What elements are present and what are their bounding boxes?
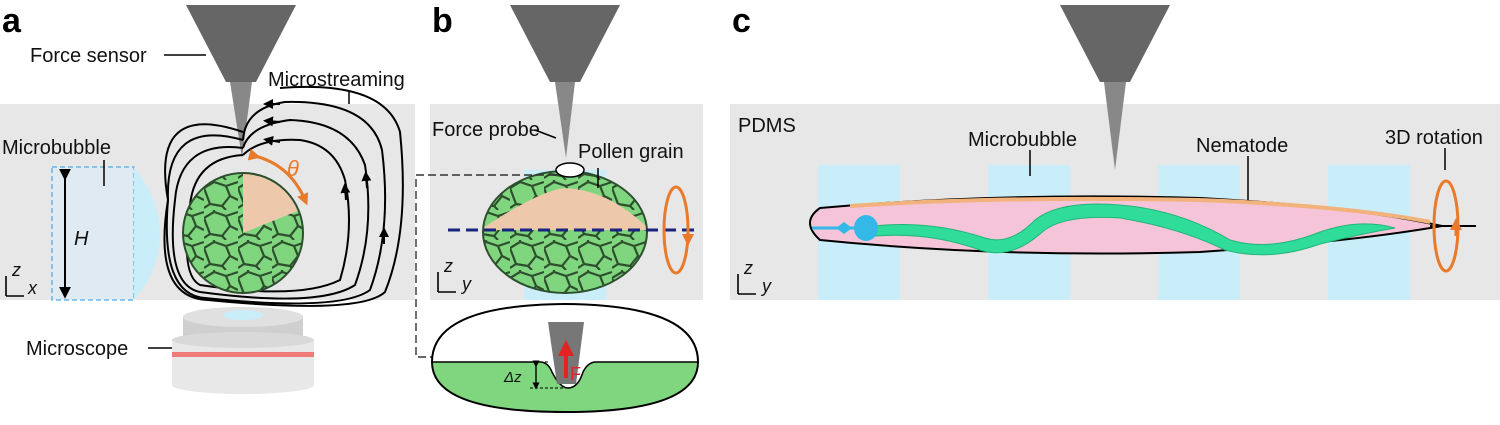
- zoom-connector: [415, 174, 556, 358]
- nematode-dorsal-line: [849, 196, 1431, 224]
- rotation-label-c: 3D rotation: [1385, 127, 1483, 149]
- force-label: F: [570, 364, 581, 384]
- force-probe-body: [510, 5, 620, 82]
- force-probe-c-body: [1060, 5, 1170, 82]
- panel-c: c PDMS Microbubble Nematode 3D rotation: [730, 2, 1500, 300]
- pdms-label: PDMS: [738, 115, 796, 137]
- stream-arrow-1: [263, 135, 281, 146]
- axis-z-a: z: [11, 260, 21, 280]
- axis-z-c: z: [743, 258, 753, 278]
- panel-label-c: c: [732, 2, 751, 40]
- axes-b: z y: [437, 256, 472, 294]
- force-probe-leader: [534, 129, 557, 139]
- axis-x-a: x: [27, 278, 38, 298]
- microbubble-a: [134, 167, 160, 300]
- force-sensor-label: Force sensor: [30, 45, 147, 67]
- stream-arrow-5: [361, 171, 372, 189]
- indentation-inset: [430, 302, 700, 414]
- microstreaming-loops: [163, 85, 404, 307]
- nematode-mouth: [836, 222, 852, 234]
- pollen-grain-label: Pollen grain: [578, 141, 684, 163]
- rotation-angle-arrow: [247, 148, 309, 206]
- angle-label: θ: [287, 156, 299, 181]
- nematode-label: Nematode: [1196, 135, 1288, 157]
- microbubble-label-c: Microbubble: [968, 129, 1077, 151]
- nematode-pharynx: [854, 215, 878, 241]
- panel-label-a: a: [2, 2, 22, 40]
- microbubble-label-a: Microbubble: [2, 137, 111, 159]
- panel-b: b Force probe Pollen grain z y: [415, 2, 703, 414]
- stream-arrow-4: [340, 183, 351, 201]
- axes-c: z y: [737, 258, 772, 296]
- force-probe-label: Force probe: [432, 119, 540, 141]
- height-label: H: [74, 228, 89, 250]
- microscope-label: Microscope: [26, 338, 128, 360]
- force-probe-c-tip: [1104, 82, 1126, 170]
- force-probe-tip: [555, 82, 575, 158]
- axis-z-b: z: [443, 256, 453, 276]
- pollen-grain-b: [483, 171, 647, 293]
- panel-label-b: b: [432, 2, 453, 40]
- force-sensor-tip: [230, 82, 252, 158]
- stream-arrow-2: [263, 116, 281, 127]
- pollen-outline-a: [182, 172, 304, 294]
- axis-y-b: y: [460, 274, 472, 294]
- panel-a: a H Microbubble Force sensor Microstream…: [0, 2, 415, 394]
- delta-z-label: Δz: [503, 369, 522, 386]
- axes-a: z x: [5, 260, 38, 298]
- microscope: [172, 307, 314, 394]
- axis-y-c: y: [760, 276, 772, 296]
- force-sensor-body: [186, 5, 296, 82]
- probe-contact: [555, 162, 585, 178]
- nematode-body: [874, 203, 1396, 256]
- microstreaming-label: Microstreaming: [268, 69, 405, 91]
